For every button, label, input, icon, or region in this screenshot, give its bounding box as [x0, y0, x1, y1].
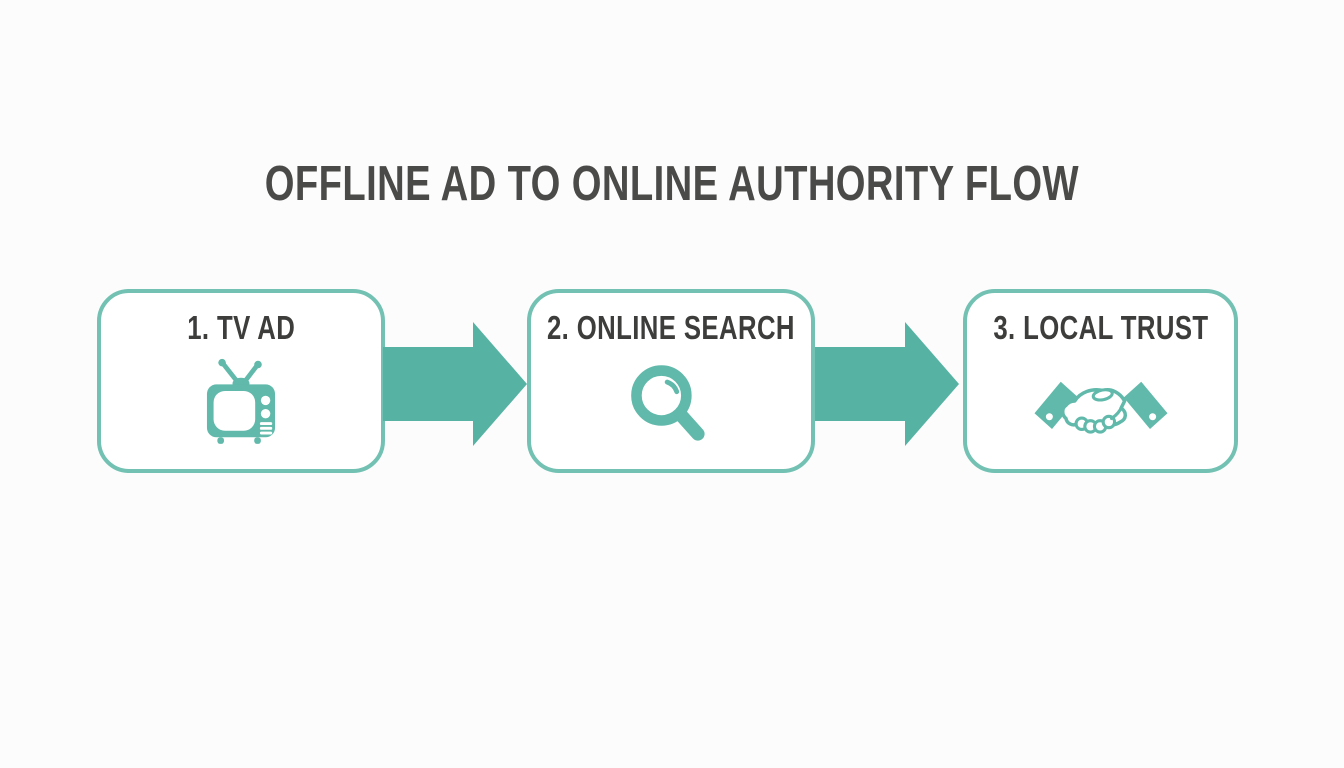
step-label-tv-ad-text: 1. TV AD: [186, 309, 296, 346]
search-icon: [631, 365, 705, 441]
step-label-local-trust-text: 3. LOCAL TRUST: [992, 309, 1209, 346]
step-label-tv-ad: 1. TV AD: [172, 309, 310, 347]
step-box-online-search: 2. ONLINE SEARCH: [527, 289, 815, 473]
tv-icon: [206, 358, 276, 444]
tv-icon-wrap: [193, 347, 289, 469]
page-title-text: OFFLINE AD TO ONLINE AUTHORITY FLOW: [264, 157, 1080, 211]
handshake-icon: [1034, 381, 1167, 434]
step-label-online-search: 2. ONLINE SEARCH: [512, 309, 830, 347]
flow-arrow-icon: [815, 322, 959, 446]
step-label-local-trust: 3. LOCAL TRUST: [963, 309, 1239, 347]
step-label-online-search-text: 2. ONLINE SEARCH: [547, 309, 795, 346]
page-title: OFFLINE AD TO ONLINE AUTHORITY FLOW: [0, 160, 1344, 209]
step-box-tv-ad: 1. TV AD: [97, 289, 385, 473]
step-box-local-trust: 3. LOCAL TRUST: [963, 289, 1238, 473]
flow-arrow-icon: [383, 322, 527, 446]
search-icon-wrap: [623, 347, 719, 469]
handshake-icon-wrap: [1031, 347, 1171, 469]
